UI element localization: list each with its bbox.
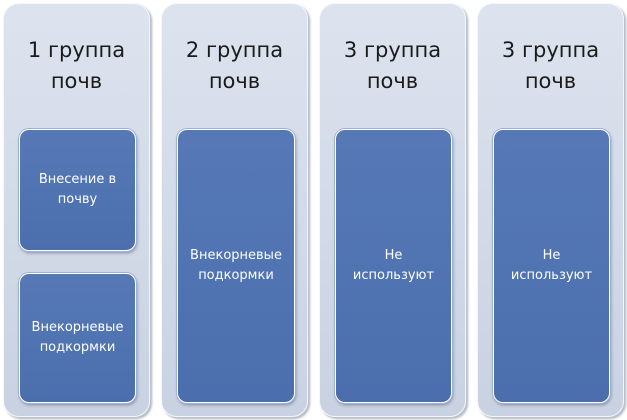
soil-group-column-3: 3 группа почв Не используют [319, 3, 466, 417]
soil-group-column-4: 3 группа почв Не используют [477, 3, 624, 417]
method-box-not-used: Не используют [493, 129, 610, 403]
method-box-not-used: Не используют [335, 129, 452, 403]
method-box-soil-application: Внесение в почву [19, 129, 136, 251]
column-title: 3 группа почв [343, 38, 442, 93]
soil-group-column-2: 2 группа почв Внекорневые подкормки [161, 3, 308, 417]
method-box-foliar-feeding: Внекорневые подкормки [19, 273, 136, 403]
column-title: 2 группа почв [185, 38, 284, 93]
soil-group-column-1: 1 группа почв Внесение в почву Внекорнев… [3, 3, 150, 417]
method-box-foliar-feeding: Внекорневые подкормки [177, 129, 295, 403]
column-title: 3 группа почв [501, 38, 600, 93]
column-title: 1 группа почв [27, 38, 126, 93]
